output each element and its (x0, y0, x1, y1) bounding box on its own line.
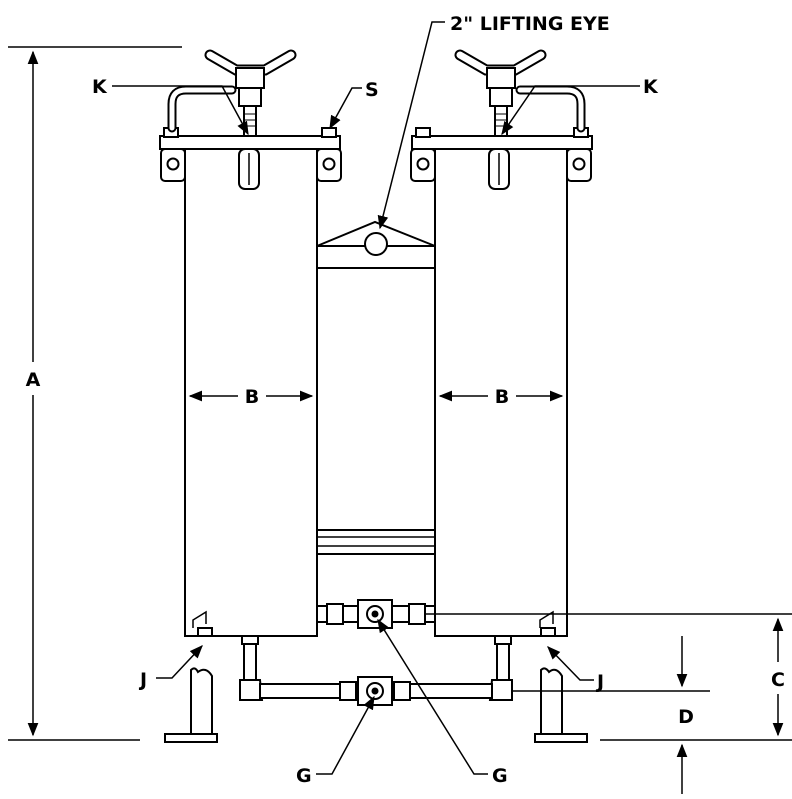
dimension-a (8, 46, 182, 741)
dim-c-label: C (771, 669, 785, 691)
lifting-eye-label: 2" LIFTING EYE (450, 13, 610, 35)
left-vessel (159, 49, 342, 637)
callout-k-left-label: K (92, 76, 108, 98)
legs (164, 667, 588, 743)
dim-b-right-label: B (495, 386, 509, 408)
lower-manifold (239, 635, 513, 706)
upper-manifold (316, 599, 436, 629)
dim-a-label: A (26, 369, 41, 391)
callout-g-upper-label: G (492, 765, 508, 787)
right-vessel (410, 49, 593, 637)
dim-d-label: D (678, 706, 694, 728)
callout-g-lower-label: G (296, 765, 312, 787)
dimension-d (512, 636, 710, 794)
center-frame (316, 220, 436, 555)
callout-j-left-label: J (138, 669, 147, 691)
callout-leaders (112, 21, 640, 775)
callout-j-right-label: J (595, 671, 604, 693)
dimension-c (425, 613, 792, 741)
callout-k-right-label: K (643, 76, 659, 98)
dim-b-left-label: B (245, 386, 259, 408)
lifting-eye-hole (364, 232, 388, 256)
callout-s-label: S (365, 79, 379, 101)
